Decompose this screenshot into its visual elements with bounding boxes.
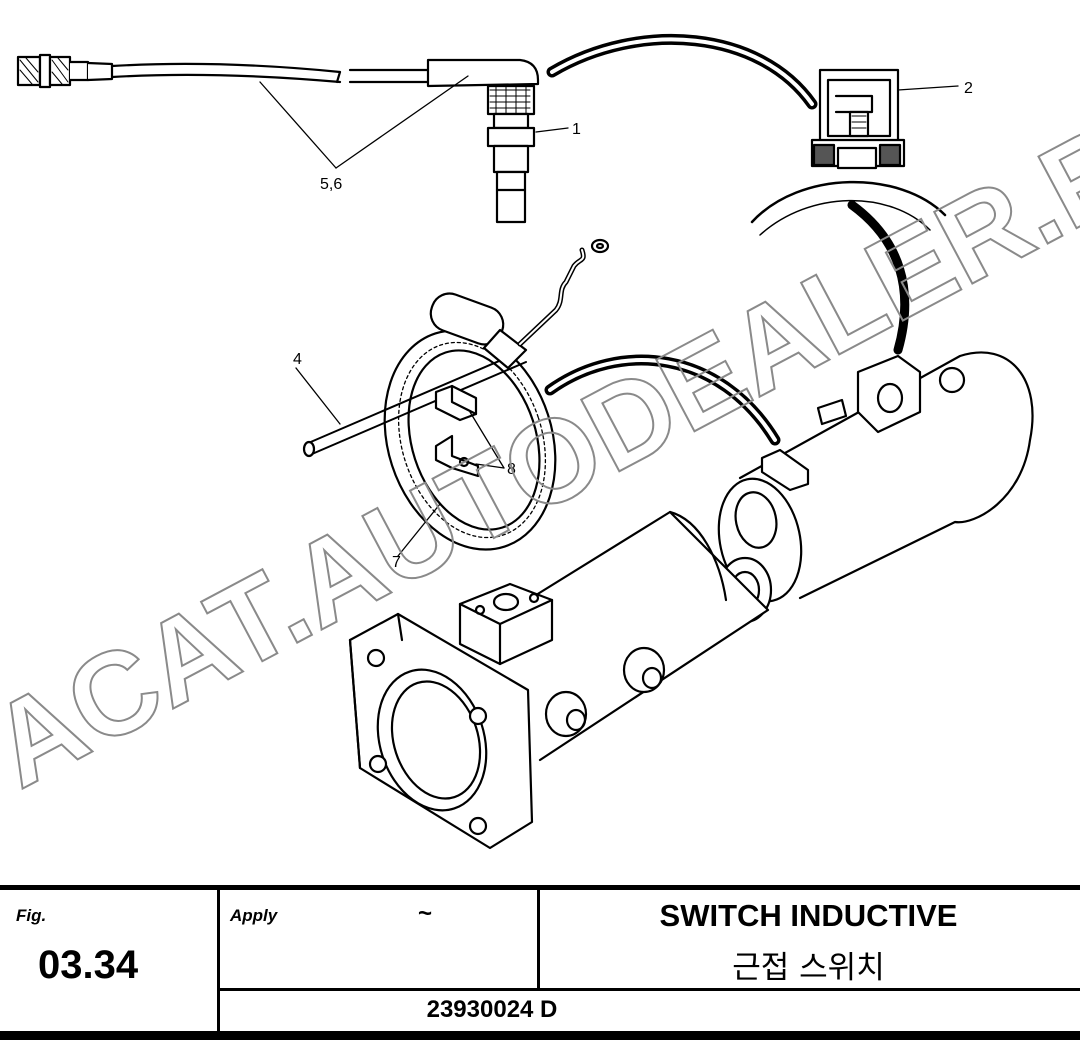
callout-4: 4 xyxy=(293,351,302,368)
clamp-band xyxy=(383,238,610,551)
sensor-cable xyxy=(16,53,540,89)
title-english: SWITCH INDUCTIVE xyxy=(659,898,958,933)
figure-number: 03.34 xyxy=(38,943,139,987)
part-number: 23930024 D xyxy=(426,996,558,1023)
inductive-switch xyxy=(486,84,536,224)
sensor-clip xyxy=(434,384,480,478)
steering-cylinder xyxy=(348,351,1034,850)
mounting-rod xyxy=(302,351,527,458)
title-block: Fig. 03.34 Apply ~ SWITCH INDUCTIVE 근접 스… xyxy=(0,885,1080,1040)
title-korean: 근접 스위치 xyxy=(732,950,885,986)
callout-8: 8 xyxy=(507,461,516,478)
parts-diagram: 1 2 4 5,6 7 8 ACAT.AUTODEALER.RU xyxy=(0,34,1080,850)
callout-7: 7 xyxy=(392,554,401,571)
callout-2: 2 xyxy=(964,80,973,97)
leader-lines xyxy=(259,75,959,557)
callout-5-6: 5,6 xyxy=(320,176,342,193)
fig-label: Fig. xyxy=(16,906,47,925)
apply-value: ~ xyxy=(418,900,433,927)
apply-label: Apply xyxy=(230,906,278,925)
callout-1: 1 xyxy=(572,121,581,138)
sensor-bracket xyxy=(810,68,906,170)
